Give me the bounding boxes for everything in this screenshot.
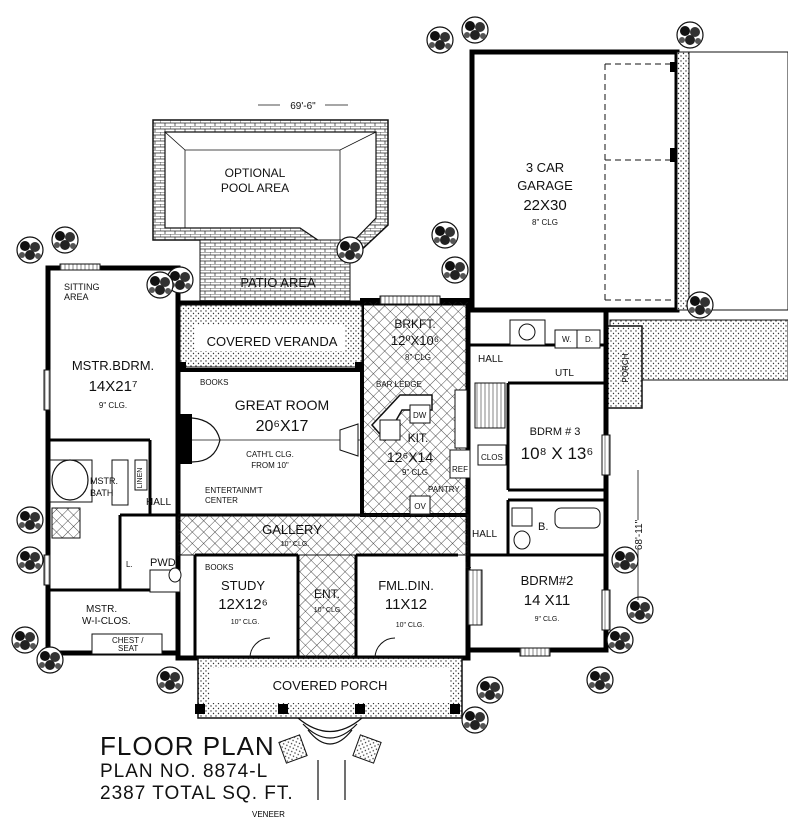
dim-top: 69'-6" [290, 101, 316, 112]
plan-total-sqft: 2387 TOTAL SQ. FT. [100, 783, 294, 804]
bath-label-2: BATH [90, 488, 113, 498]
brkft-label-2: 12⁰X10⁶ [391, 333, 439, 348]
brkft-label-3: 8" CLG [405, 353, 431, 362]
veranda-label: COVERED VERANDA [207, 334, 338, 349]
great-label-3: CATH'L CLG. [246, 450, 294, 459]
entry-floor [297, 554, 357, 659]
garage-label-3: 22X30 [523, 197, 566, 214]
l-left-label: L. [126, 560, 133, 569]
great-label-2: 20⁶X17 [256, 418, 309, 435]
sitting-label-1: SITTING [64, 282, 100, 292]
hall-garage-label: HALL [478, 354, 503, 365]
bath-b-label: B. [538, 521, 548, 533]
washer-label: W. [562, 335, 571, 344]
veneer-note: VENEER [252, 810, 285, 819]
barledge-label: BAR LEDGE [376, 380, 422, 389]
great-label-4: FROM 10" [251, 461, 289, 470]
patio-label: PATIO AREA [240, 275, 316, 290]
right-wing-interior [379, 295, 611, 657]
hall-right-label: HALL [472, 529, 497, 540]
ent-label-1: ENT. [314, 587, 340, 601]
entertain-label-2: CENTER [205, 496, 238, 505]
bdrm2-label-1: BDRM#2 [521, 573, 574, 588]
gallery-label-1: GALLERY [262, 522, 322, 537]
plan-title: FLOOR PLAN [100, 731, 275, 761]
pool-label-2: POOL AREA [221, 181, 289, 195]
books-label-1: BOOKS [200, 378, 228, 387]
plan-number: PLAN NO. 8874-L [100, 761, 269, 782]
bdrm2-label-2: 14 X11 [524, 592, 570, 609]
garage-label-4: 8" CLG [532, 218, 558, 227]
pantry-label: PANTRY [428, 485, 460, 494]
study-label-3: 10" CLG. [231, 619, 260, 626]
brkft-label-1: BRKFT. [394, 317, 435, 331]
fml-label-2: 11X12 [385, 596, 427, 613]
ref-label: REF [452, 465, 468, 474]
study-label-2: 12X12⁶ [218, 596, 268, 613]
utl-label: UTL [555, 368, 574, 379]
entertain-label-1: ENTERTAINM'T [205, 486, 263, 495]
sitting-label-2: AREA [64, 292, 89, 302]
dw-label: DW [413, 411, 427, 420]
kit-label-2: 12⁶X14 [387, 449, 433, 465]
chest-label-1: CHEST / [112, 636, 144, 645]
hall-mid-label: HALL [146, 497, 171, 508]
study-label-1: STUDY [221, 578, 265, 593]
wic-label-2: W-I-CLOS. [82, 616, 131, 627]
covered-porch-label: COVERED PORCH [273, 678, 388, 693]
gallery-label-2: 10" CLG. [281, 541, 310, 548]
bdrm3-label-2: 10⁸ X 13⁶ [521, 444, 594, 463]
room-labels: 69'-6" 68'-11" OPTIONAL POOL AREA PATIO … [64, 101, 645, 693]
great-label-1: GREAT ROOM [235, 397, 329, 413]
bdrm2-label-3: 9" CLG. [535, 616, 560, 623]
wic-label-1: MSTR. [86, 604, 117, 615]
books-label-2: BOOKS [205, 563, 233, 572]
kit-label-1: KIT. [408, 431, 429, 445]
fml-label-3: 10" CLG. [396, 622, 425, 629]
plan-title-block: FLOOR PLAN PLAN NO. 8874-L 2387 TOTAL SQ… [100, 733, 294, 803]
l-right-label: L. [465, 561, 472, 570]
pool-area [152, 119, 389, 271]
bath-label-1: MSTR. [90, 476, 118, 486]
garage-label-2: GARAGE [517, 178, 573, 193]
mstr-label-1: MSTR.BDRM. [72, 358, 154, 373]
chest-label-2: SEAT [118, 644, 138, 653]
garage-label-1: 3 CAR [526, 160, 564, 175]
pwd-label: PWD [150, 557, 176, 569]
patio-area [199, 239, 351, 303]
dim-right: 68'-11" [634, 519, 645, 550]
front-steps [297, 717, 363, 745]
pool-label-1: OPTIONAL [225, 166, 286, 180]
clos-label: CLOS [481, 453, 503, 462]
mstr-label-2: 14X21⁷ [89, 378, 138, 395]
master-wing-interior [43, 263, 182, 655]
ov-label: OV [414, 502, 426, 511]
linen-label: LINEN [137, 468, 144, 489]
fml-label-1: FML.DIN. [378, 578, 434, 593]
kit-label-3: 9" CLG [402, 468, 428, 477]
mstr-label-3: 9" CLG. [99, 401, 127, 410]
side-porch-label: PORCH [621, 353, 630, 382]
gallery-floor [177, 514, 469, 556]
bdrm3-label-1: BDRM # 3 [530, 426, 581, 438]
ent-label-2: 10" CLG [314, 607, 341, 614]
dryer-label: D. [585, 335, 593, 344]
